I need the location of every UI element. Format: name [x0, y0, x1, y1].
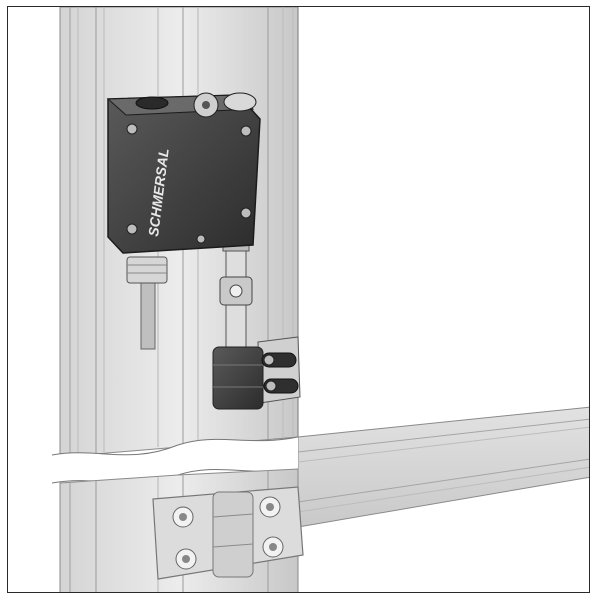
safety-switch-body: SCHMERSAL [106, 92, 261, 254]
cable [126, 256, 168, 350]
upper-hinge [212, 336, 301, 410]
safety-hinge-switch-illustration: SCHMERSAL [51, 7, 589, 592]
illustration-frame: SCHMERSAL [7, 6, 590, 593]
lower-hinge [152, 486, 304, 580]
horizontal-aluminum-rail [297, 406, 589, 528]
